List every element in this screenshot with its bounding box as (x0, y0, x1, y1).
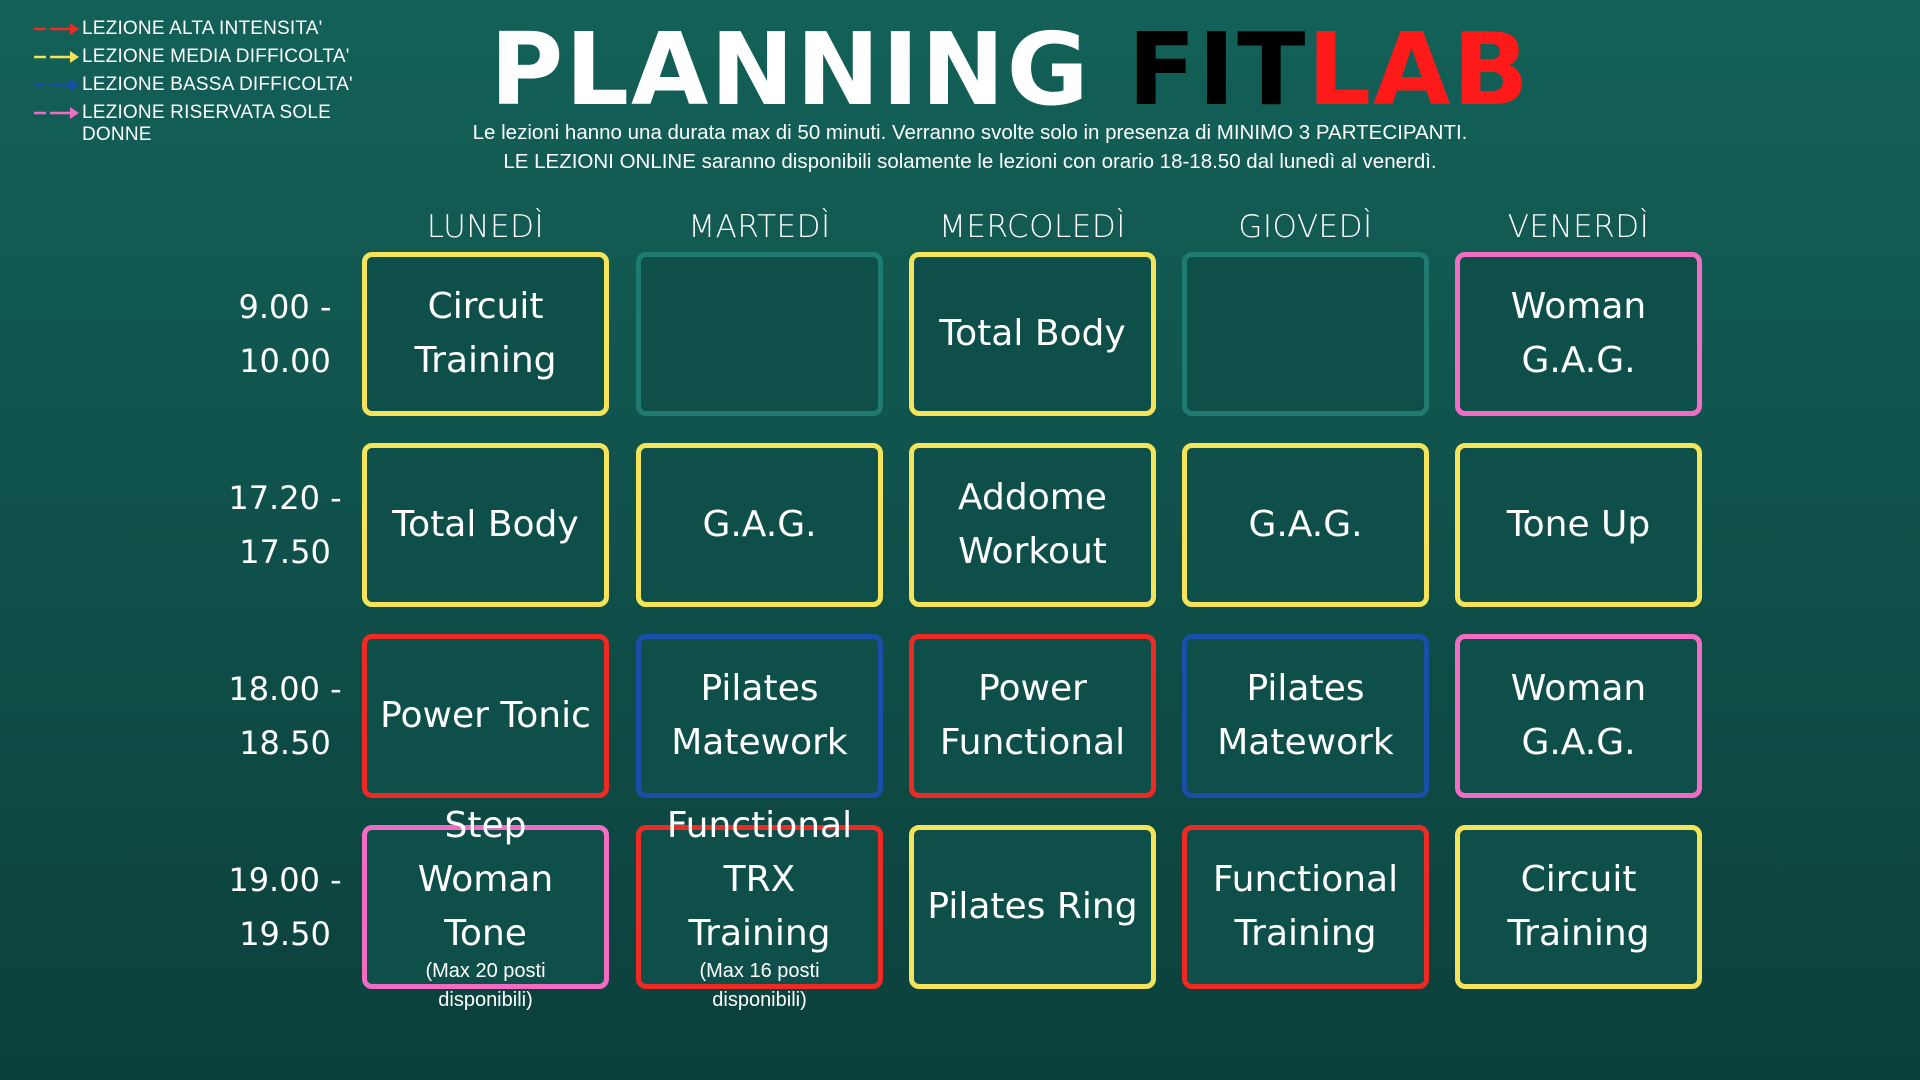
class-cell: Circuit Training (1455, 825, 1702, 989)
class-cell: Woman G.A.G. (1455, 634, 1702, 798)
time-label: 18.00 - 18.50 (200, 662, 370, 770)
arrow-right-icon (34, 79, 79, 91)
class-name: Woman G.A.G. (1510, 286, 1647, 381)
empty-cell (636, 252, 883, 416)
info-line-duration: Le lezioni hanno una durata max di 50 mi… (472, 121, 1468, 144)
day-header: VENERDÌ (1507, 209, 1650, 245)
time-label: 19.00 - 19.50 (200, 853, 370, 961)
time-start: 19.00 - (228, 861, 342, 899)
class-cell: Power Functional (909, 634, 1156, 798)
class-cell: Functional Training (1182, 825, 1429, 989)
class-name: Power Tonic (380, 695, 591, 736)
class-cell: Pilates Matework (1182, 634, 1429, 798)
class-name: Pilates Ring (927, 886, 1138, 927)
class-cell: G.A.G. (636, 443, 883, 607)
legend-label: LEZIONE MEDIA DIFFICOLTA' (82, 46, 350, 67)
arrow-right-icon (34, 107, 79, 119)
class-cell: Functional TRX Training (Max 16 posti dis… (636, 805, 883, 1011)
time-end: 19.50 (239, 915, 331, 953)
class-cell: Woman G.A.G. (1455, 252, 1702, 416)
legend-item-women: LEZIONE RISERVATA SOLE DONNE (32, 102, 372, 146)
class-cell: Step Woman Tone (Max 20 posti disponibili… (362, 805, 609, 1011)
class-name: Functional TRX Training (666, 805, 853, 954)
day-header: MARTEDÌ (688, 209, 831, 245)
class-cell: Circuit Training (362, 252, 609, 416)
time-label: 9.00 - 10.00 (200, 280, 370, 388)
time-start: 17.20 - (228, 479, 342, 517)
day-header: GIOVEDÌ (1238, 209, 1373, 245)
class-name: Addome Workout (958, 477, 1107, 572)
class-name: Total Body (939, 313, 1126, 354)
time-end: 18.50 (239, 724, 331, 762)
class-cell: Total Body (909, 252, 1156, 416)
class-cell: Tone Up (1455, 443, 1702, 607)
title-fit: FIT (1127, 11, 1308, 128)
arrow-right-icon (34, 51, 79, 63)
class-name: Pilates Matework (671, 668, 848, 763)
title-planning: PLANNING (490, 11, 1128, 128)
class-name: Functional Training (1212, 859, 1399, 954)
class-name: G.A.G. (702, 504, 817, 545)
class-cell: Addome Workout (909, 443, 1156, 607)
class-name: Power Functional (939, 668, 1126, 763)
class-name: Circuit Training (1507, 859, 1650, 954)
title-lab: LAB (1307, 11, 1531, 128)
capacity-note: (Max 16 posti disponibili) (699, 960, 820, 1011)
class-cell: Total Body (362, 443, 609, 607)
class-name: Circuit Training (414, 286, 557, 381)
class-cell: G.A.G. (1182, 443, 1429, 607)
class-name: Step Woman Tone (417, 805, 554, 954)
legend: LEZIONE ALTA INTENSITA' LEZIONE MEDIA DIF… (32, 18, 372, 152)
time-start: 9.00 - (238, 288, 332, 326)
class-name: G.A.G. (1248, 504, 1363, 545)
class-name: Total Body (392, 504, 579, 545)
info-text: Le lezioni hanno una durata max di 50 mi… (300, 118, 1640, 176)
day-header: MERCOLEDÌ (939, 209, 1126, 245)
time-start: 18.00 - (228, 670, 342, 708)
page-title: PLANNING FITLAB (490, 10, 1529, 130)
legend-label: LEZIONE BASSA DIFFICOLTA' (82, 74, 353, 95)
day-header: LUNEDÌ (426, 209, 545, 245)
empty-cell (1182, 252, 1429, 416)
legend-label: LEZIONE ALTA INTENSITA' (82, 18, 323, 39)
legend-item-low: LEZIONE BASSA DIFFICOLTA' (32, 74, 372, 96)
class-cell: Pilates Matework (636, 634, 883, 798)
time-label: 17.20 - 17.50 (200, 471, 370, 579)
class-name: Woman G.A.G. (1510, 668, 1647, 763)
class-cell: Pilates Ring (909, 825, 1156, 989)
time-end: 17.50 (239, 533, 331, 571)
legend-item-high: LEZIONE ALTA INTENSITA' (32, 18, 372, 40)
arrow-right-icon (34, 23, 79, 35)
info-line-online: LE LEZIONI ONLINE saranno disponibili so… (503, 150, 1437, 173)
class-name: Pilates Matework (1217, 668, 1394, 763)
class-cell: Power Tonic (362, 634, 609, 798)
legend-label: LEZIONE RISERVATA SOLE DONNE (82, 102, 332, 145)
legend-item-medium: LEZIONE MEDIA DIFFICOLTA' (32, 46, 372, 68)
class-name: Tone Up (1506, 504, 1651, 545)
capacity-note: (Max 20 posti disponibili) (425, 960, 546, 1011)
time-end: 10.00 (239, 342, 331, 380)
